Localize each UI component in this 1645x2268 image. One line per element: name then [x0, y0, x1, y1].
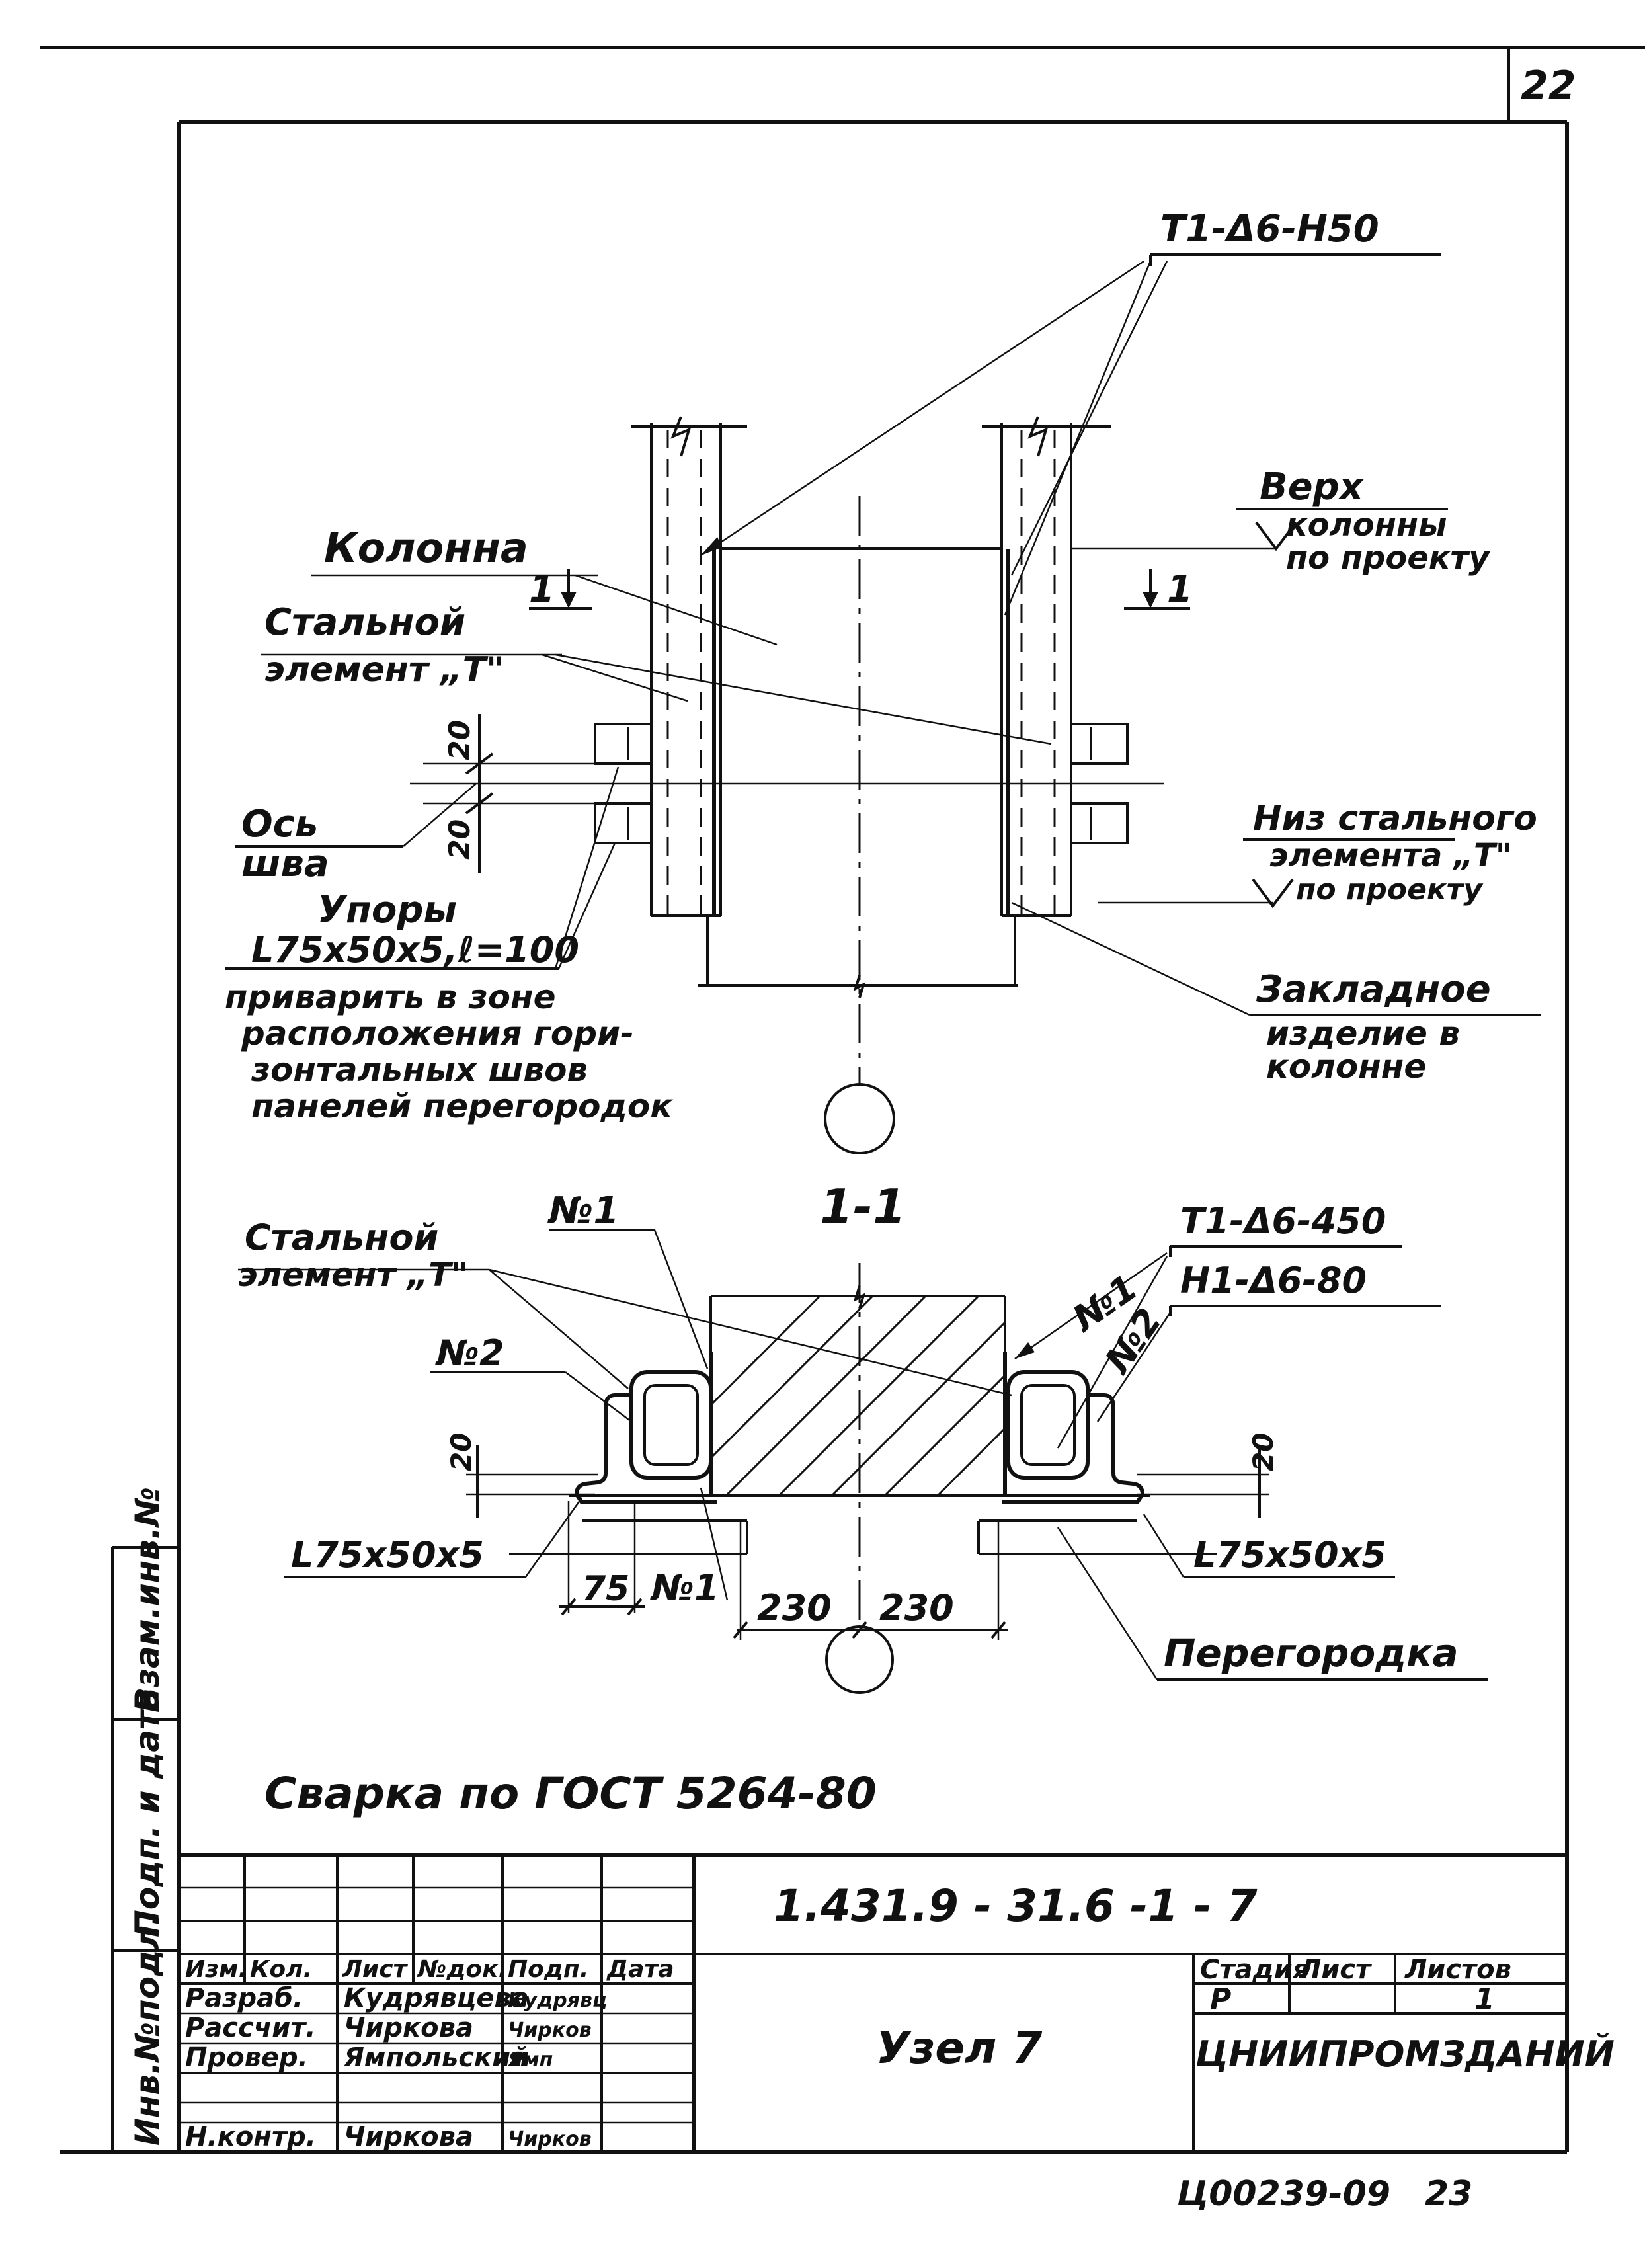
inv-orig-label: Инв.№подл. [128, 1913, 167, 2146]
stops-note-2: расположения гори- [241, 1014, 634, 1053]
sheets-header: Листов [1404, 1955, 1511, 1985]
section-view: 1-1 [238, 1179, 1488, 1694]
embedded-label-2: изделие в [1266, 1014, 1460, 1053]
stops-note-3: зонтальных швов [251, 1051, 588, 1089]
archive-number: Ц00239-09 [1177, 2174, 1390, 2214]
steel-element-label-1: Стальной [264, 601, 465, 644]
tb-sign-1: Кудрявц [508, 1989, 607, 2012]
tb-name-2: Чиркова [344, 2013, 473, 2043]
angle-left-label: L75x50x5 [291, 1534, 484, 1576]
dim-20-bottom: 20 [443, 819, 477, 860]
section-label: 1-1 [820, 1179, 906, 1235]
dim-20-right: 20 [1247, 1433, 1279, 1471]
weld-callout-elevation: Т1-Δ6-Н50 [1160, 208, 1379, 251]
top-label-1: Верх [1260, 466, 1365, 508]
organization: ЦНИИПРОМЗДАНИЙ [1195, 2033, 1615, 2075]
tb-header-list: Лист [342, 1956, 408, 1983]
drawing-code: 1.431.9 - 31.6 -1 - 7 [774, 1881, 1258, 1931]
embedded-label-1: Закладное [1256, 968, 1491, 1011]
bottom-label-2: элемента „Т" [1269, 837, 1512, 874]
page-number: 22 [1521, 63, 1576, 109]
weld-callout-1: Т1-Δ6-450 [1180, 1200, 1386, 1242]
section-mark-right: 1 [1167, 568, 1193, 611]
embedded-label-3: колонне [1266, 1047, 1426, 1086]
tb-name-4: Чиркова [344, 2122, 473, 2152]
section-steel-element-1: Стальной [245, 1217, 438, 1258]
welding-note: Сварка по ГОСТ 5264-80 [264, 1768, 877, 1819]
section-steel-element-2: элемент „Т" [238, 1256, 468, 1294]
sign-date-label: Подп. и дата [128, 1688, 167, 1937]
sheet-header: Лист [1299, 1955, 1373, 1985]
stops-label-1: Упоры [317, 889, 457, 932]
tb-header-kol: Кол. [250, 1956, 312, 1983]
replace-inv-label: Взам.инв.№ [128, 1487, 167, 1713]
tb-header-ndok: №док. [417, 1956, 507, 1983]
top-label-3: по проекту [1286, 540, 1490, 577]
margin-stamp: Взам.инв.№ Подп. и дата Инв.№подл. [111, 1487, 179, 2152]
axis-label-1: Ось [241, 803, 318, 846]
tb-sign-4: Чирков [508, 2128, 592, 2151]
no2-left-label: №2 [435, 1332, 504, 1374]
axis-label-2: шва [241, 842, 329, 885]
tb-header-podp: Подп. [508, 1956, 588, 1983]
bottom-label-1: Низ стального [1253, 799, 1537, 838]
partition-label: Перегородка [1164, 1631, 1459, 1676]
drawing-frame [60, 120, 1569, 2154]
tb-header-izm: Изм. [185, 1956, 247, 1983]
column-label: Колонна [324, 524, 528, 572]
title-block: Изм. Кол. Лист №док. Подп. Дата Разраб. … [179, 1853, 1615, 2152]
elevation-view: 20 20 Т1-Δ6-Н50 Колонна 1 1 Верх колонны… [225, 208, 1541, 1154]
tb-role-3: Провер. [185, 2043, 308, 2073]
archive-sheet: 23 [1425, 2174, 1472, 2214]
steel-element-label-2: элемент „Т" [264, 650, 504, 690]
dim-230-right: 230 [879, 1587, 954, 1629]
dim-230-left: 230 [757, 1587, 832, 1629]
sheet-header: 22 [40, 46, 1645, 122]
tb-sign-3: Ямп [507, 2048, 553, 2072]
tb-name-1: Кудрявцева [344, 1983, 529, 2013]
stops-label-2: L75x50x5,ℓ=100 [251, 929, 579, 971]
drawing-title: Узел 7 [876, 2023, 1042, 2074]
dim-20-top: 20 [443, 720, 477, 760]
dim-75: 75 [582, 1569, 629, 1609]
no1-bottom-label: №1 [650, 1567, 719, 1609]
top-label-2: колонны [1286, 506, 1447, 544]
stage-value: Р [1210, 1982, 1231, 2016]
tb-name-3: Ямпольский [343, 2043, 529, 2073]
bottom-label-3: по проекту [1296, 873, 1484, 907]
stops-note-4: панелей перегородок [251, 1087, 673, 1125]
tb-role-1: Разраб. [185, 1983, 303, 2013]
weld-callout-2: Н1-Δ6-80 [1180, 1260, 1367, 1301]
stops-note-1: приварить в зоне [225, 978, 556, 1016]
sheets-value: 1 [1474, 1982, 1495, 2016]
dim-20-left: 20 [445, 1433, 477, 1471]
stage-header: Стадия [1200, 1955, 1310, 1985]
tb-role-2: Рассчит. [185, 2013, 316, 2043]
no1-top-label: №1 [547, 1190, 619, 1233]
tb-role-4: Н.контр. [185, 2122, 316, 2152]
tb-sign-2: Чирков [508, 2019, 592, 2042]
section-mark-left: 1 [529, 568, 555, 611]
angle-right-label: L75x50x5 [1193, 1534, 1386, 1576]
tb-header-data: Дата [606, 1956, 674, 1983]
